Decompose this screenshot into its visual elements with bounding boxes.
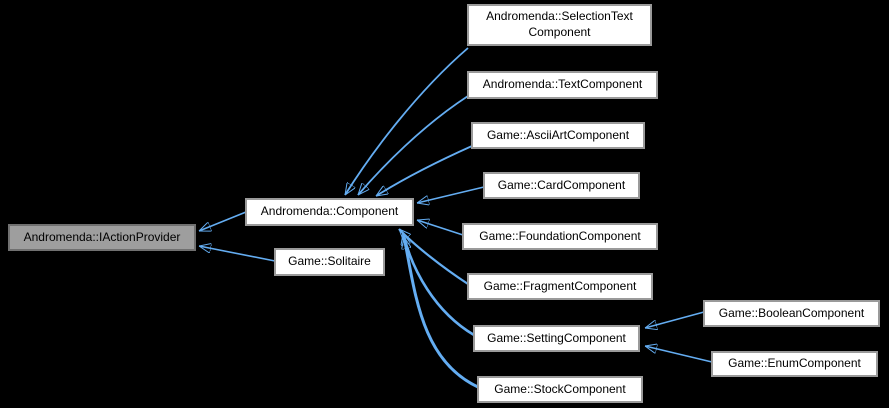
class-node-andromenda-component[interactable]: Andromenda::Component xyxy=(245,198,414,226)
class-node-game-stockcomponent[interactable]: Game::StockComponent xyxy=(477,376,643,403)
class-node-andromenda-iactionprovider[interactable]: Andromenda::IActionProvider xyxy=(8,224,196,251)
edge-component-to-iactionprovider xyxy=(199,211,247,232)
class-node-andromenda-textcomponent[interactable]: Andromenda::TextComponent xyxy=(467,71,658,99)
edge-asciiartcomponent-to-component xyxy=(376,145,473,197)
edge-cardcomponent-to-component xyxy=(417,186,485,203)
edge-selectiontextcomponent-to-component xyxy=(344,47,469,195)
edge-solitaire-to-iactionprovider xyxy=(199,246,276,262)
edge-booleancomponent-to-settingcomponent xyxy=(645,311,705,328)
class-node-game-asciiartcomponent[interactable]: Game::AsciiArtComponent xyxy=(471,122,645,149)
edge-stockcomponent-to-component xyxy=(404,237,479,389)
edge-fragmentcomponent-to-component xyxy=(399,229,469,285)
edge-textcomponent-to-component xyxy=(358,95,469,195)
class-node-andromenda-selectiontextcomponent[interactable]: Andromenda::SelectionText Component xyxy=(467,4,652,46)
edge-enumcomponent-to-settingcomponent xyxy=(645,346,713,363)
class-node-game-cardcomponent[interactable]: Game::CardComponent xyxy=(483,172,640,199)
class-node-game-booleancomponent[interactable]: Game::BooleanComponent xyxy=(703,300,880,327)
class-node-game-solitaire[interactable]: Game::Solitaire xyxy=(274,248,385,276)
class-node-game-fragmentcomponent[interactable]: Game::FragmentComponent xyxy=(467,273,653,300)
class-node-game-foundationcomponent[interactable]: Game::FoundationComponent xyxy=(462,223,658,250)
edge-foundationcomponent-to-component xyxy=(417,220,464,236)
class-node-game-settingcomponent[interactable]: Game::SettingComponent xyxy=(473,325,640,352)
class-node-game-enumcomponent[interactable]: Game::EnumComponent xyxy=(711,351,878,377)
